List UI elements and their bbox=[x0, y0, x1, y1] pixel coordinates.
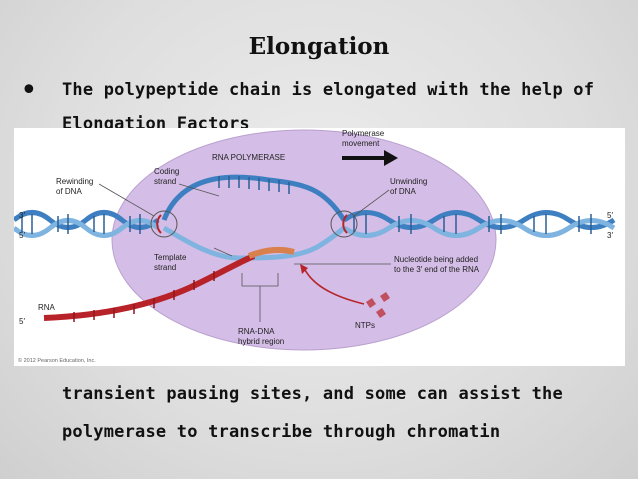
rna-polymerase-body bbox=[111, 129, 497, 351]
label-hybrid-2: hybrid region bbox=[238, 337, 284, 346]
ntp-arrowhead-icon bbox=[300, 264, 308, 274]
label-nucleotide-2: to the 3′ end of the RNA bbox=[394, 265, 480, 274]
label-unwinding-2: of DNA bbox=[390, 187, 416, 196]
ntps-icon bbox=[366, 292, 390, 318]
dna-helix-right bbox=[342, 210, 616, 238]
bullet-icon: • bbox=[20, 73, 38, 108]
label-unwinding-1: Unwinding bbox=[390, 177, 427, 186]
polymerase-movement-arrow-icon bbox=[342, 150, 398, 166]
label-end-3-left: 3′ bbox=[19, 211, 25, 220]
label-end-5-left: 5′ bbox=[19, 231, 25, 240]
figure-svg: RNA POLYMERASE Polymerase movement Codin… bbox=[14, 129, 616, 364]
label-polymerase-movement-1: Polymerase bbox=[342, 129, 385, 138]
rna-strand-ticks bbox=[73, 271, 215, 322]
label-template-strand-1: Template bbox=[154, 253, 187, 262]
transcription-elongation-figure: RNA POLYMERASE Polymerase movement Codin… bbox=[14, 128, 625, 366]
figure-copyright: © 2012 Pearson Education, Inc. bbox=[18, 357, 96, 364]
coding-strand-ticks bbox=[218, 176, 290, 194]
body-text-line-5: polymerase to transcribe through chromat… bbox=[62, 422, 501, 442]
label-polymerase-movement-2: movement bbox=[342, 139, 380, 148]
label-coding-strand-1: Coding bbox=[154, 167, 179, 176]
leader-lines bbox=[98, 183, 391, 322]
label-end-3-right: 3′ bbox=[607, 231, 613, 240]
label-rna: RNA bbox=[38, 303, 56, 312]
rna-strand bbox=[43, 253, 256, 321]
label-rewinding-2: of DNA bbox=[56, 187, 82, 196]
slide-title: Elongation bbox=[248, 33, 390, 60]
label-rewinding-1: Rewinding bbox=[56, 177, 93, 186]
unwinding-arrow-icon bbox=[342, 214, 348, 234]
label-nucleotide-1: Nucleotide being added bbox=[394, 255, 478, 264]
label-end-5-rna: 5′ bbox=[19, 317, 25, 326]
body-text-line-1: The polypeptide chain is elongated with … bbox=[62, 80, 595, 100]
rewinding-arrow-icon bbox=[156, 214, 162, 234]
label-hybrid-1: RNA-DNA bbox=[238, 327, 275, 336]
unwinding-marker bbox=[330, 210, 358, 238]
rewinding-marker bbox=[150, 210, 178, 238]
label-template-strand-2: strand bbox=[154, 263, 176, 272]
body-text-line-4: transient pausing sites, and some can as… bbox=[62, 384, 563, 404]
rna-dna-hybrid bbox=[247, 246, 295, 259]
template-strand bbox=[162, 225, 346, 261]
label-rna-polymerase: RNA POLYMERASE bbox=[212, 153, 285, 162]
label-ntps: NTPs bbox=[355, 321, 375, 330]
body-text-line-2: Elongation Factors bbox=[62, 114, 250, 128]
dna-helix-left bbox=[14, 210, 160, 238]
label-end-5-right: 5′ bbox=[607, 211, 613, 220]
label-coding-strand-2: strand bbox=[154, 177, 176, 186]
ntp-arrow-icon bbox=[303, 267, 365, 305]
